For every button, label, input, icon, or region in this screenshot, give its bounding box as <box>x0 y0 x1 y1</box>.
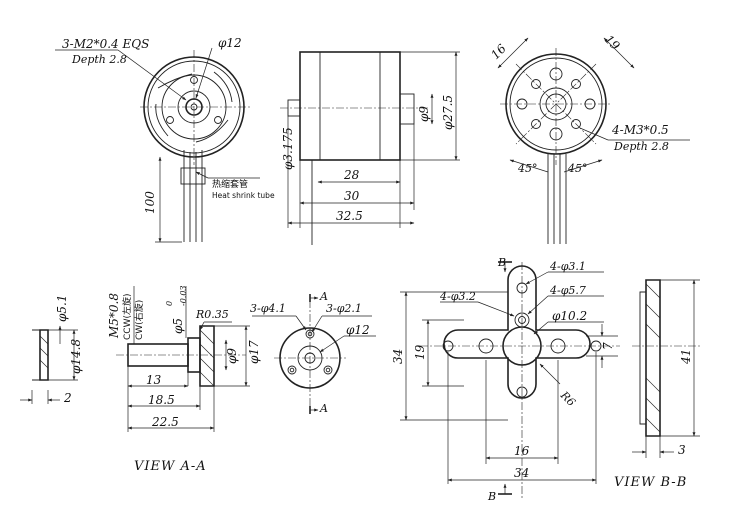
section-b-bottom: B <box>487 490 496 503</box>
section-b-top: B <box>497 256 506 269</box>
thick-3: 3 <box>678 443 686 457</box>
prop-adapter: φ5.1 φ14.8 2 M5*0.8 CCW(左旋) CW(右旋) φ5 0 … <box>20 285 376 474</box>
view-aa-label: VIEW A-A <box>134 459 207 474</box>
shaft-dia: φ3.175 <box>281 127 295 170</box>
cross-mount: B B 4-φ3.1 4-φ3.2 4-φ5.7 φ10.2 34 19 7 R… <box>391 256 620 503</box>
dia-5-tol: φ5 <box>171 318 185 334</box>
thread-depth: Depth 2.8 <box>71 53 127 66</box>
dia-5-1: φ5.1 <box>55 295 69 323</box>
width-34: 34 <box>514 466 529 480</box>
ccw-label: CCW(左旋) <box>121 294 133 341</box>
overall-len: 32.5 <box>336 209 363 223</box>
section-a-bottom: A <box>319 402 328 415</box>
thick-2: 2 <box>63 391 72 405</box>
dia-14-8: φ14.8 <box>69 339 83 374</box>
tol-lower: -0.03 <box>179 285 188 306</box>
pitch-16: 16 <box>488 41 509 62</box>
hole-4-1: 3-φ4.1 <box>250 302 286 315</box>
height-34: 34 <box>391 349 405 364</box>
dia-outer: φ27.5 <box>441 95 455 130</box>
width-16: 16 <box>514 444 530 458</box>
tol-upper: 0 <box>165 301 174 306</box>
side-view: φ3.175 28 30 32.5 φ9 φ27.5 <box>280 51 460 245</box>
rear-thread-note: 4-M3*0.5 <box>611 123 669 137</box>
radius-035: R0.35 <box>195 308 229 321</box>
lead-length: 100 <box>143 191 157 214</box>
pitch-19: 19 <box>602 32 623 53</box>
dia-9: φ9 <box>417 106 431 122</box>
shrink-tube-en: Heat shrink tube <box>212 191 275 200</box>
angle-a: 45° <box>517 162 538 175</box>
body-len: 28 <box>343 168 360 182</box>
adapter-dia-17: φ17 <box>247 340 261 364</box>
mount-section: 41 3 VIEW B-B <box>614 279 700 490</box>
adapter-dia-12: φ12 <box>346 323 370 337</box>
hole-3-1: 4-φ3.1 <box>549 260 586 273</box>
dim-7: 7 <box>601 342 615 350</box>
thread-m5: M5*0.8 <box>107 293 121 339</box>
radius-6: R6 <box>557 388 578 409</box>
total-len: 30 <box>344 189 360 203</box>
adapter-dia-9: φ9 <box>225 348 239 364</box>
view-bb-label: VIEW B-B <box>614 475 687 490</box>
thread-note: 3-M2*0.4 EQS <box>62 37 149 51</box>
height-41: 41 <box>679 349 693 365</box>
hole-2-1: 3-φ2.1 <box>326 302 362 315</box>
len-22-5: 22.5 <box>151 415 179 429</box>
hole-5-7: 4-φ5.7 <box>549 284 586 297</box>
len-13: 13 <box>146 373 162 387</box>
angle-b: 45° <box>567 162 588 175</box>
hole-3-2: 4-φ3.2 <box>439 290 476 303</box>
front-view: 3-M2*0.4 EQS Depth 2.8 φ12 热缩套管 Heat shr… <box>55 36 275 243</box>
rear-view: 16 19 4-M3*0.5 Depth 2.8 45° 45° <box>488 32 690 244</box>
height-19: 19 <box>413 344 427 360</box>
shrink-tube-cn: 热缩套管 <box>212 178 248 190</box>
dia-10-2: φ10.2 <box>552 309 587 323</box>
len-18-5: 18.5 <box>148 393 175 407</box>
dia-label: φ12 <box>218 36 242 50</box>
rear-thread-depth: Depth 2.8 <box>613 140 669 153</box>
section-a-top: A <box>319 290 328 303</box>
cw-label: CW(右旋) <box>133 300 145 340</box>
